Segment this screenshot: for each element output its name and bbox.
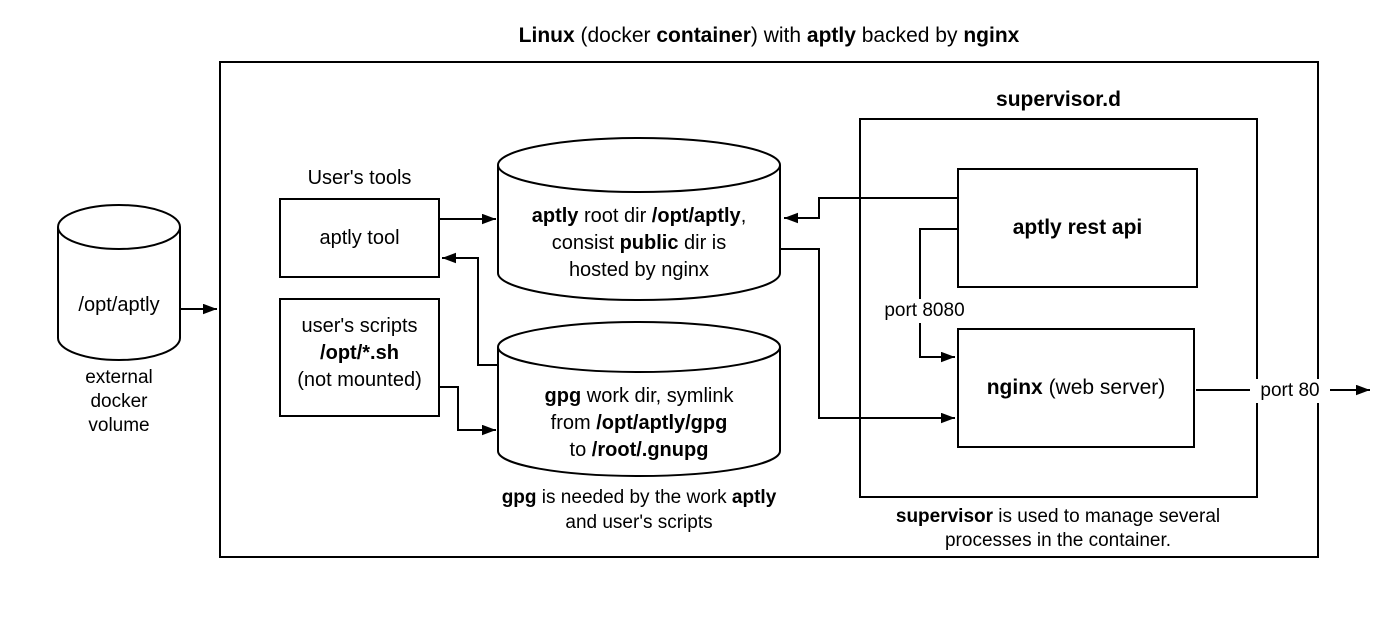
arrow-restapi-to-nginx-port8080 [919,228,957,363]
title-word-aptly: aptly [806,24,856,47]
external-volume-label: /opt/aptly [78,294,160,316]
aptly-root-store-label: aptly root dir /opt/aptly, consist publi… [531,205,747,281]
arrow-scripts-to-gpg [440,386,496,436]
diagram-title: Linux (docker container) with aptly back… [518,24,1020,47]
supervisor-caption: supervisor is used to manage several pro… [895,506,1221,551]
arrow-gpg-to-aptly-tool [442,252,498,366]
external-volume-cylinder [57,204,181,361]
aptly-rest-api-label: aptly rest api [1012,216,1143,239]
gpg-cylinder [497,321,781,477]
port-8080-label: port 8080 [875,299,974,323]
title-word-linux: Linux [518,24,575,47]
port-80-label: port 80 [1250,379,1330,403]
title-word-container: container [656,24,751,47]
users-scripts-line1: user's scripts [301,315,418,337]
users-tools-heading: User's tools [307,167,412,189]
supervisor-box [859,118,1258,498]
arrow-store-to-nginx [780,248,955,424]
linux-container-box [219,61,1319,558]
aptly-tool-label: aptly tool [319,226,400,249]
aptly-root-cylinder [497,137,781,301]
users-scripts-box: user's scripts /opt/*.sh (not mounted) [279,298,440,417]
arrow-restapi-to-store [784,197,957,224]
aptly-tool-box: aptly tool [279,198,440,278]
gpg-store-label: gpg work dir, symlink from /opt/aptly/gp… [544,385,734,461]
users-scripts-line2: /opt/*.sh [320,342,399,364]
nginx-box: nginx (web server) [957,328,1195,448]
nginx-label: nginx (web server) [986,376,1166,399]
gpg-caption: gpg is needed by the work aptly and user… [501,487,777,533]
aptly-rest-api-box: aptly rest api [957,168,1198,288]
external-volume-caption: external docker volume [85,367,153,436]
supervisor-heading: supervisor.d [996,88,1121,111]
users-scripts-line3: (not mounted) [297,369,422,391]
title-word-nginx: nginx [963,24,1020,47]
